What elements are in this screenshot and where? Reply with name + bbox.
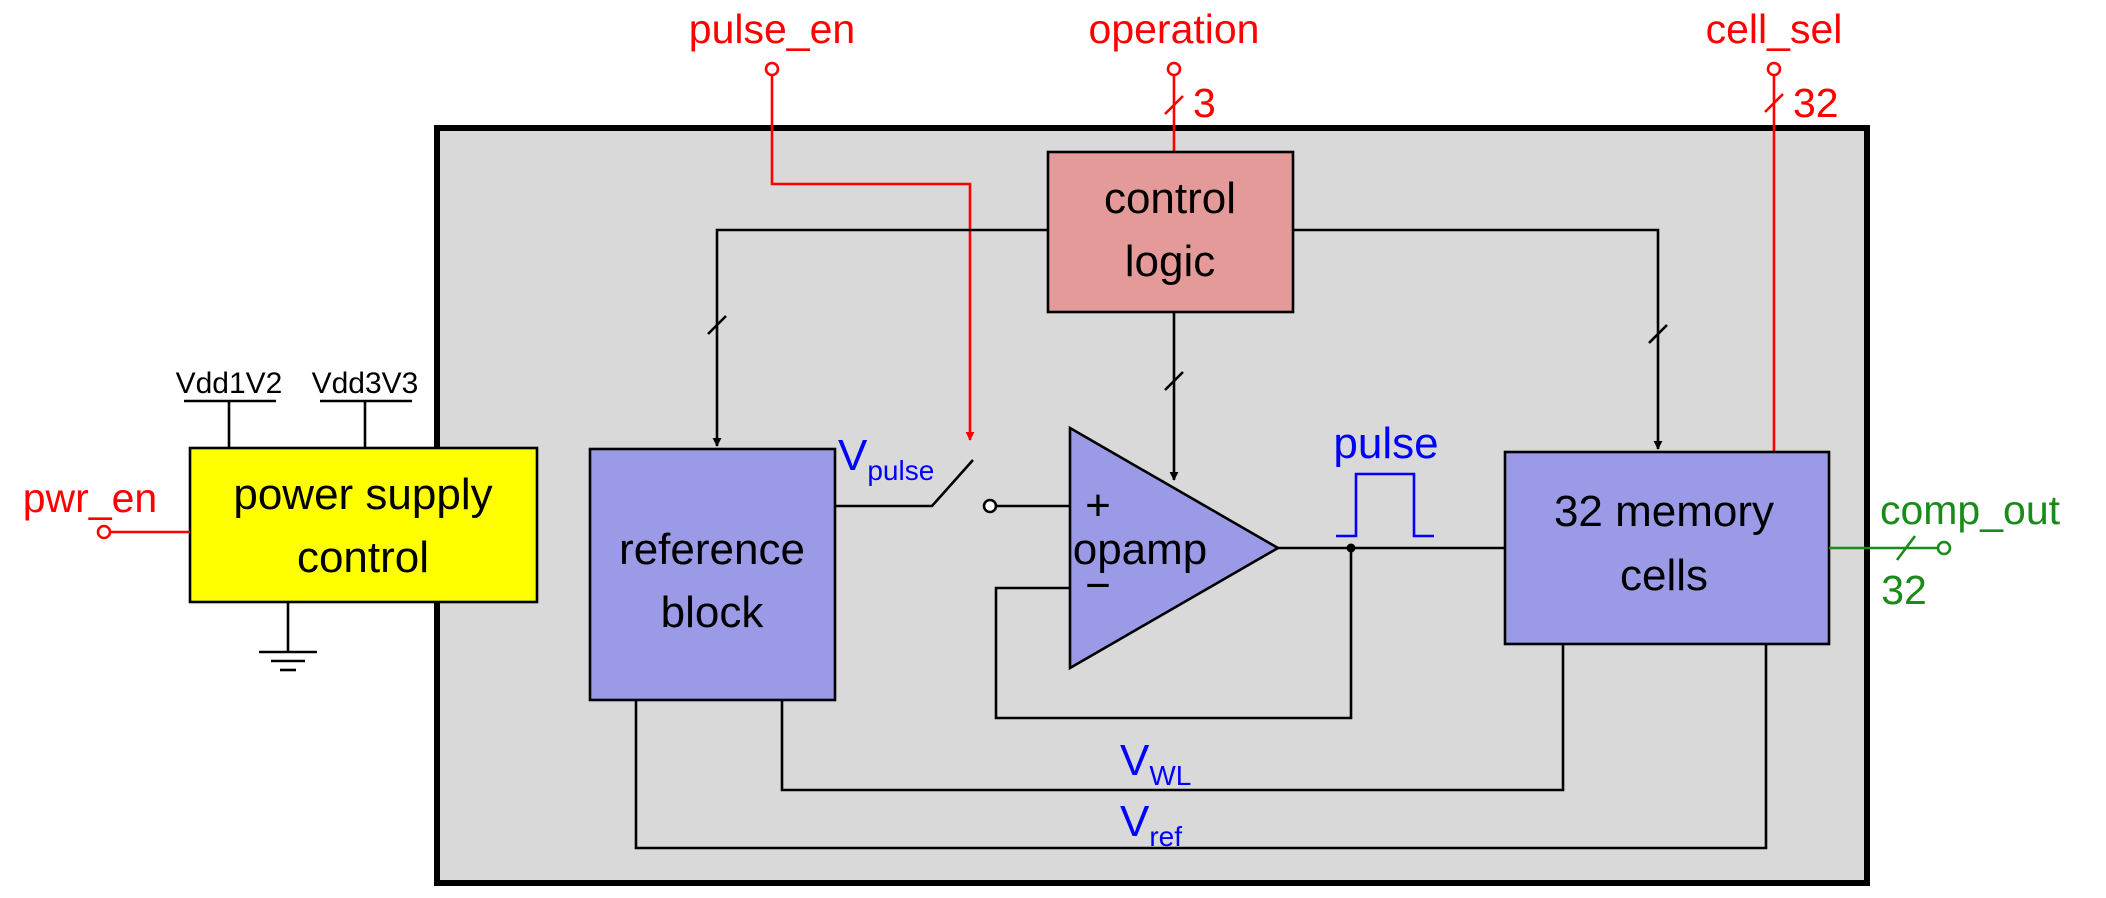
vpulse-wire: [835, 459, 974, 508]
reference-block-label-2: block: [661, 588, 765, 637]
opamp-label: opamp: [1073, 525, 1208, 574]
ctrl-to-mem-bus-tick: [1648, 324, 1668, 344]
vref-wire: [634, 644, 1768, 850]
reference-block-label-1: reference: [619, 525, 805, 574]
vdd1-label: Vdd1V2: [176, 367, 283, 400]
output-node: [1346, 543, 1356, 553]
pulse-en-label: pulse_en: [689, 6, 855, 52]
reference-block: [588, 447, 837, 702]
memory-cells-label-2: cells: [1620, 551, 1708, 600]
ctrl-to-ref-bus-tick: [707, 315, 727, 335]
vpulse-label: Vpulse: [838, 431, 934, 486]
comp-out-label: comp_out: [1880, 487, 2061, 533]
pwr-en-pin: [96, 524, 112, 540]
control-logic-block: [1046, 150, 1295, 314]
opamp-feedback-wire: [994, 548, 1353, 720]
memory-cells-label-1: 32 memory: [1554, 487, 1774, 536]
control-logic-label-2: logic: [1125, 237, 1216, 286]
pulse-en-pin: [764, 61, 780, 77]
comp-out-pin: [1936, 540, 1952, 556]
operation-bus-tick: [1164, 95, 1184, 115]
pulse-waveform-icon: [1336, 472, 1434, 538]
power-supply-block: [188, 446, 539, 604]
cell-sel-bus-tick: [1764, 93, 1784, 113]
operation-label: operation: [1089, 6, 1260, 52]
vwl-wire: [780, 644, 1565, 792]
opamp-plus: +: [1085, 481, 1111, 530]
vdd3-label: Vdd3V3: [312, 367, 419, 400]
opamp-minus: −: [1085, 561, 1111, 610]
operation-bus-width: 3: [1193, 80, 1216, 126]
ctrl-to-ref-wire: [712, 228, 1048, 447]
control-logic-label-1: control: [1104, 174, 1236, 223]
vref-label: Vref: [1120, 797, 1182, 852]
pwr-en-label: pwr_en: [23, 475, 157, 521]
power-supply-label-1: power supply: [233, 470, 492, 519]
opamp-triangle: [1068, 425, 1281, 671]
ctrl-to-mem-wire: [1293, 228, 1663, 450]
power-supply-label-2: control: [297, 533, 429, 582]
operation-pin: [1166, 61, 1182, 77]
memory-cells-block: [1503, 450, 1831, 646]
ctrl-to-opamp-bus-tick: [1164, 371, 1184, 391]
comp-out-bus-tick: [1895, 535, 1917, 561]
pulse-label: pulse: [1333, 419, 1438, 468]
cell-sel-label: cell_sel: [1706, 6, 1843, 52]
vwl-label: VWL: [1120, 736, 1191, 791]
comp-out-bus-width: 32: [1881, 567, 1927, 613]
cell-sel-bus-width: 32: [1793, 80, 1839, 126]
pulse-en-wire: [770, 75, 975, 441]
cell-sel-pin: [1766, 61, 1782, 77]
switch-contact: [982, 498, 998, 514]
ground-icon: [259, 602, 317, 672]
